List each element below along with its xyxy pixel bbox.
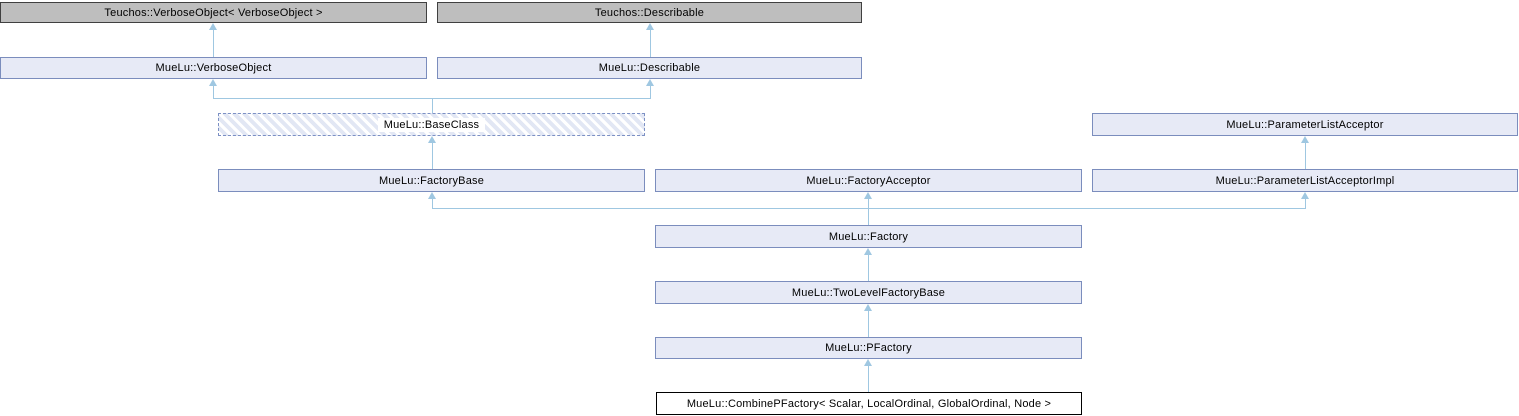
class-node-label: MueLu::Factory — [828, 230, 909, 243]
class-node-label: MueLu::CombinePFactory< Scalar, LocalOrd… — [686, 397, 1052, 410]
class-node-muelu-describable[interactable]: MueLu::Describable — [437, 57, 862, 79]
class-node-muelu-verboseobject[interactable]: MueLu::VerboseObject — [0, 57, 427, 79]
class-node-label: MueLu::FactoryBase — [378, 174, 485, 187]
inheritance-arrowhead — [1301, 136, 1309, 143]
inheritance-edge-line — [213, 85, 214, 98]
inheritance-edge-line — [213, 29, 214, 57]
class-node-teuchos-verboseobject: Teuchos::VerboseObject< VerboseObject > — [0, 2, 427, 23]
class-node-muelu-pfactory[interactable]: MueLu::PFactory — [655, 337, 1082, 359]
inheritance-arrowhead — [646, 23, 654, 30]
class-node-muelu-parameterlistacceptorimpl[interactable]: MueLu::ParameterListAcceptorImpl — [1092, 169, 1518, 192]
inheritance-edge-line — [868, 198, 869, 208]
inheritance-edge-line — [868, 365, 869, 392]
inheritance-edge-line — [868, 310, 869, 337]
inheritance-arrowhead — [1301, 192, 1309, 199]
inheritance-edge-line — [650, 85, 651, 98]
inheritance-edge-line — [432, 98, 433, 113]
class-node-muelu-twolevelfactorybase[interactable]: MueLu::TwoLevelFactoryBase — [655, 281, 1082, 304]
class-node-muelu-factorybase[interactable]: MueLu::FactoryBase — [218, 169, 645, 192]
inheritance-edge-line — [432, 208, 1306, 209]
inheritance-edge-line — [1305, 142, 1306, 169]
inheritance-arrowhead — [864, 248, 872, 255]
class-node-teuchos-describable: Teuchos::Describable — [437, 2, 862, 23]
inheritance-edge-line — [868, 254, 869, 281]
class-node-muelu-combinepfactory: MueLu::CombinePFactory< Scalar, LocalOrd… — [656, 392, 1082, 415]
inheritance-edge-line — [432, 198, 433, 208]
inheritance-arrowhead — [864, 192, 872, 199]
inheritance-edge-line — [432, 142, 433, 169]
class-node-label: MueLu::Describable — [598, 62, 701, 74]
class-node-label: MueLu::ParameterListAcceptor — [1226, 118, 1384, 131]
inheritance-arrowhead — [428, 192, 436, 199]
class-node-muelu-factory[interactable]: MueLu::Factory — [655, 225, 1082, 248]
class-node-label: MueLu::ParameterListAcceptorImpl — [1215, 174, 1395, 187]
class-node-label: MueLu::TwoLevelFactoryBase — [791, 286, 946, 299]
inheritance-arrowhead — [209, 23, 217, 30]
inheritance-arrowhead — [646, 79, 654, 86]
inheritance-arrowhead — [864, 304, 872, 311]
class-node-label: Teuchos::VerboseObject< VerboseObject > — [104, 6, 323, 19]
class-node-label: MueLu::PFactory — [825, 342, 912, 354]
inheritance-arrowhead — [864, 359, 872, 366]
class-node-muelu-parameterlistacceptor[interactable]: MueLu::ParameterListAcceptor — [1092, 113, 1518, 136]
class-node-label: Teuchos::Describable — [594, 6, 705, 19]
inheritance-arrowhead — [209, 79, 217, 86]
class-node-label: MueLu::VerboseObject — [155, 62, 272, 74]
inheritance-arrowhead — [428, 136, 436, 143]
class-node-label: MueLu::FactoryAcceptor — [806, 174, 931, 187]
inheritance-edge-line — [868, 208, 869, 225]
class-node-muelu-factoryacceptor[interactable]: MueLu::FactoryAcceptor — [655, 169, 1082, 192]
inheritance-edge-line — [1305, 198, 1306, 208]
class-node-muelu-baseclass[interactable]: MueLu::BaseClass — [218, 113, 645, 136]
inheritance-edge-line — [650, 29, 651, 57]
class-node-label: MueLu::BaseClass — [377, 117, 486, 132]
